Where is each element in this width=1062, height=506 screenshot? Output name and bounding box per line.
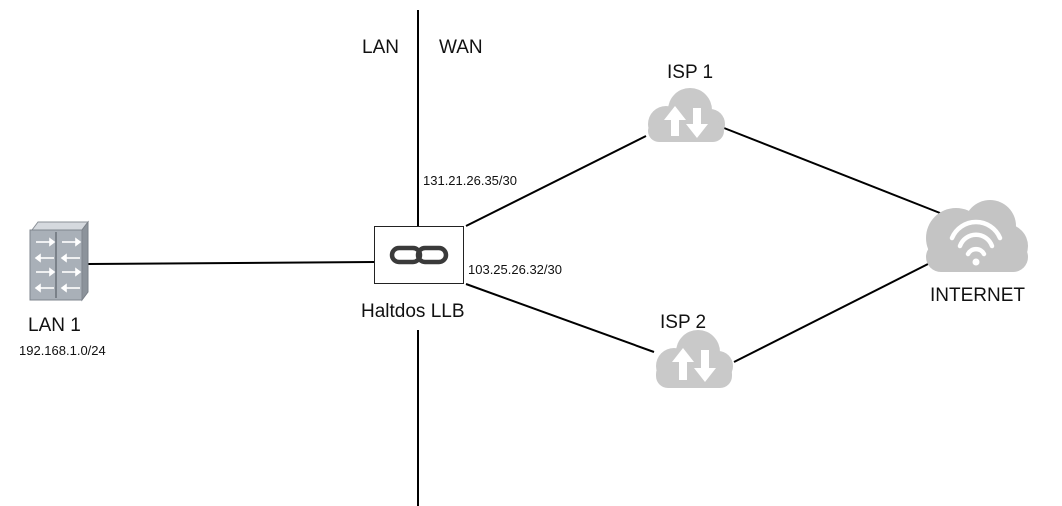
- isp2-cloud-icon: [656, 330, 733, 388]
- link-isp1-internet: [723, 127, 941, 214]
- isp2-title: ISP 2: [660, 312, 707, 333]
- lan1-subnet: 192.168.1.0/24: [19, 343, 106, 358]
- internet-title: INTERNET: [930, 285, 1025, 306]
- link-lan1-llb: [87, 261, 375, 265]
- llb-wan1-address: 131.21.26.35/30: [423, 173, 517, 188]
- isp1-cloud-icon: [648, 88, 725, 142]
- link-isp2-internet: [733, 263, 929, 363]
- lan1-title: LAN 1: [28, 315, 81, 336]
- link-llb-isp1: [465, 135, 647, 227]
- lan-zone-label: LAN: [362, 37, 399, 58]
- llb-title: Haltdos LLB: [361, 301, 465, 322]
- isp1-title: ISP 1: [667, 62, 714, 83]
- wan-zone-label: WAN: [439, 37, 483, 58]
- llb-device[interactable]: [374, 226, 464, 284]
- network-switch-icon: [29, 220, 89, 302]
- chain-link-icon: [389, 245, 449, 265]
- link-llb-isp2: [465, 283, 655, 353]
- llb-wan2-address: 103.25.26.32/30: [468, 262, 562, 277]
- cloud-wifi-icon: [926, 200, 1028, 272]
